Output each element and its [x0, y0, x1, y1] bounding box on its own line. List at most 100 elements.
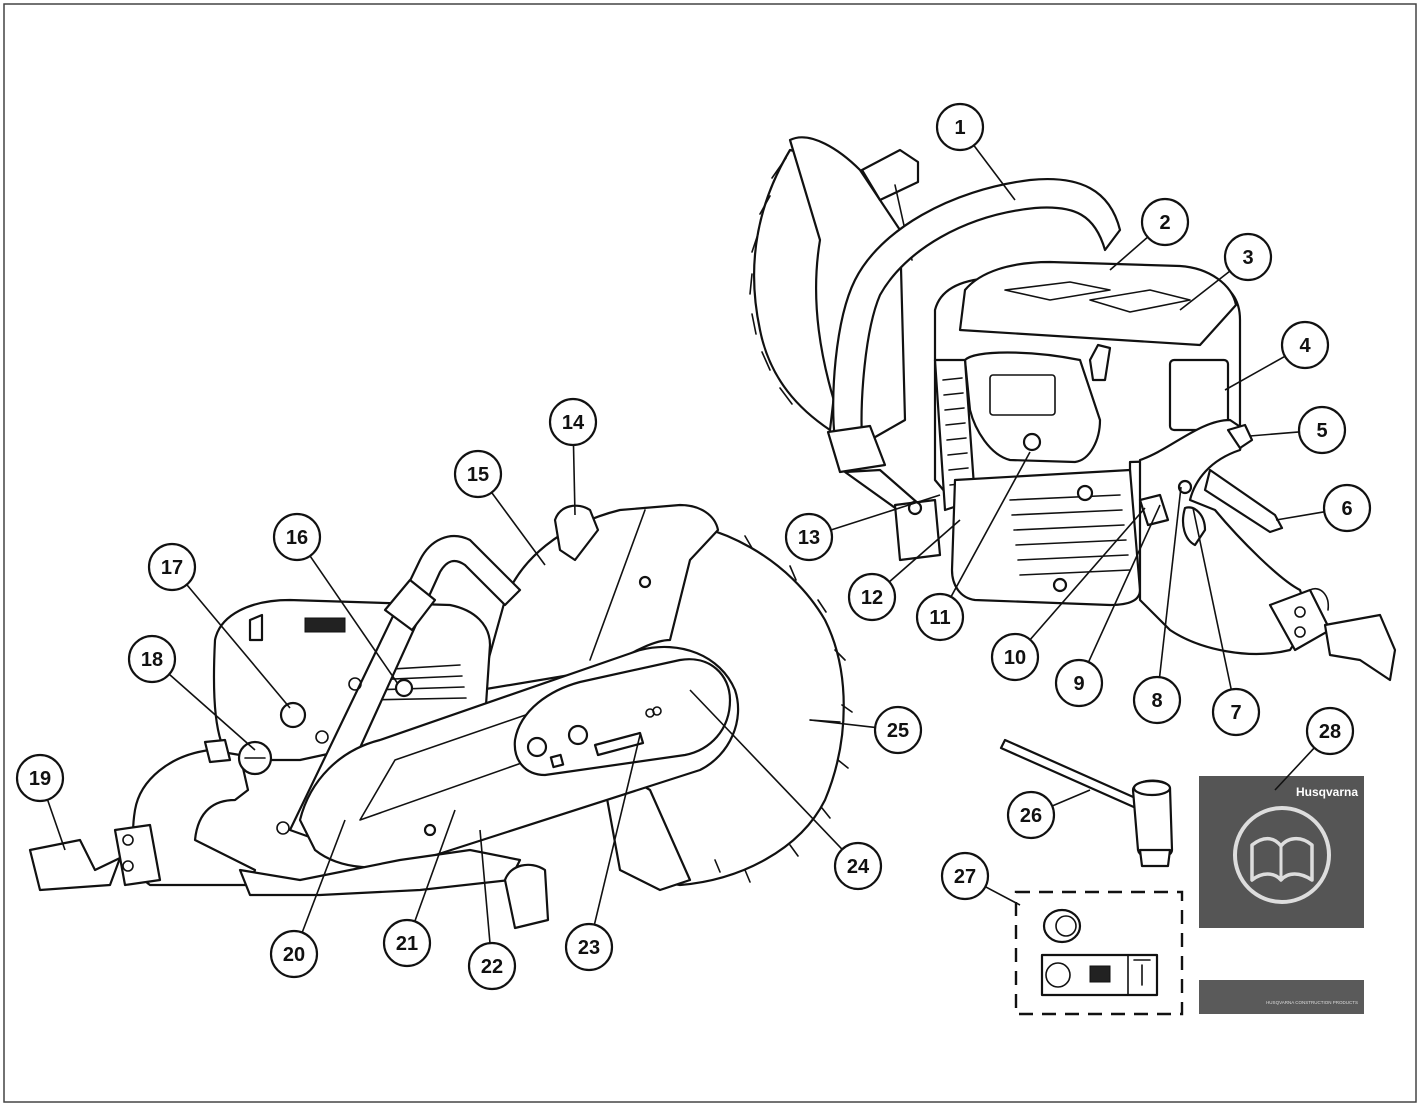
callout-circle-11 — [915, 592, 965, 642]
leader-line-18 — [168, 673, 256, 751]
callout-circle-8 — [1132, 675, 1182, 725]
leader-line-17 — [186, 584, 291, 709]
callout-label-28: 28 — [1319, 721, 1341, 743]
leader-line-19 — [46, 799, 66, 851]
callout-label-11: 11 — [929, 607, 950, 629]
manual-brand: Husqvarna — [1296, 785, 1358, 799]
front-handle — [832, 178, 1122, 442]
callout-circle-23 — [564, 922, 614, 972]
callout-circle-13 — [784, 512, 834, 562]
leader-line-13 — [830, 494, 941, 531]
control-panel — [963, 351, 1102, 464]
leader-line-23 — [593, 734, 641, 925]
callout-label-2: 2 — [1159, 212, 1170, 234]
leader-line-27 — [984, 886, 1021, 906]
throttle-trigger — [1203, 468, 1284, 534]
callout-circle-25 — [873, 705, 923, 755]
callout-circle-7 — [1211, 687, 1261, 737]
leader-line-24 — [689, 689, 843, 850]
leader-line-28 — [1274, 747, 1315, 791]
leader-line-2 — [1109, 236, 1149, 271]
callout-label-27: 27 — [954, 866, 976, 888]
callout-circle-15 — [453, 449, 503, 499]
callout-label-3: 3 — [1242, 247, 1253, 269]
leader-line-11 — [950, 451, 1031, 598]
callout-circle-18 — [127, 634, 177, 684]
callout-circle-6 — [1322, 483, 1372, 533]
leader-line-20 — [301, 819, 346, 933]
callout-circle-24 — [833, 841, 883, 891]
air-filter-cover — [958, 260, 1238, 347]
leader-line-4 — [1224, 355, 1286, 391]
callout-circle-20 — [269, 929, 319, 979]
callout-label-7: 7 — [1230, 702, 1241, 724]
leader-line-25 — [809, 719, 876, 729]
leader-line-3 — [1179, 270, 1231, 311]
callout-label-25: 25 — [887, 720, 909, 742]
callout-label-14: 14 — [562, 412, 585, 434]
leader-line-16 — [309, 555, 399, 685]
callout-circle-22 — [467, 941, 517, 991]
callout-circle-14 — [548, 397, 598, 447]
callout-label-9: 9 — [1073, 673, 1084, 695]
spark-plug-cap — [394, 678, 414, 698]
callout-label-19: 19 — [29, 768, 51, 790]
combination-spanner — [999, 738, 1174, 868]
callout-label-1: 1 — [954, 117, 965, 139]
rear-strap-end — [1323, 613, 1397, 682]
accessory-kit — [1014, 890, 1184, 1016]
power-cutter-rear-view — [749, 136, 1397, 682]
leader-line-7 — [1192, 507, 1233, 690]
callout-circle-16 — [272, 512, 322, 562]
leader-line-8 — [1158, 486, 1182, 678]
fuel-cap — [279, 701, 307, 729]
cover-knob — [1088, 343, 1112, 382]
callout-label-12: 12 — [861, 587, 883, 609]
callout-circle-4 — [1280, 320, 1330, 370]
rear-handle — [1138, 418, 1312, 656]
manual-footer: HUSQVARNA CONSTRUCTION PRODUCTS — [1266, 1000, 1358, 1005]
rear-strap — [28, 838, 122, 892]
callout-label-18: 18 — [141, 649, 163, 671]
callout-circle-27 — [940, 851, 990, 901]
choke-control — [1177, 479, 1193, 495]
front-handle-grip — [826, 424, 887, 474]
callout-label-5: 5 — [1316, 420, 1327, 442]
leader-line-26 — [1051, 789, 1091, 807]
leader-line-22 — [479, 829, 491, 944]
callout-circle-19 — [15, 753, 65, 803]
callout-label-15: 15 — [467, 464, 489, 486]
callout-label-10: 10 — [1004, 647, 1026, 669]
leader-line-15 — [490, 492, 546, 566]
callout-circle-26 — [1006, 790, 1056, 840]
leader-line-14 — [572, 444, 576, 516]
callout-circle-10 — [990, 632, 1040, 682]
callout-label-8: 8 — [1151, 690, 1162, 712]
callout-label-13: 13 — [798, 527, 820, 549]
callout-label-17: 17 — [161, 557, 183, 579]
throttle-lockout — [1226, 423, 1254, 450]
stop-switch — [1022, 432, 1042, 452]
callout-label-16: 16 — [286, 527, 308, 549]
belt-tensioner — [593, 731, 645, 757]
manual-back-strip — [1199, 980, 1364, 1014]
leader-line-6 — [1275, 511, 1325, 521]
callout-circle-2 — [1140, 197, 1190, 247]
bushing — [1042, 908, 1082, 944]
leader-line-12 — [888, 519, 961, 583]
leader-line-10 — [1029, 507, 1146, 641]
callout-circle-9 — [1054, 658, 1104, 708]
callout-circle-1 — [935, 102, 985, 152]
callout-label-21: 21 — [396, 933, 418, 955]
power-cutter-side-view — [28, 503, 853, 930]
front-handle-grip-side — [383, 578, 437, 632]
callout-circle-21 — [382, 918, 432, 968]
callout-label-23: 23 — [578, 937, 600, 959]
belt-guard — [513, 658, 732, 777]
callout-label-6: 6 — [1341, 498, 1352, 520]
starter-housing — [950, 468, 1142, 607]
leader-line-1 — [973, 144, 1016, 201]
